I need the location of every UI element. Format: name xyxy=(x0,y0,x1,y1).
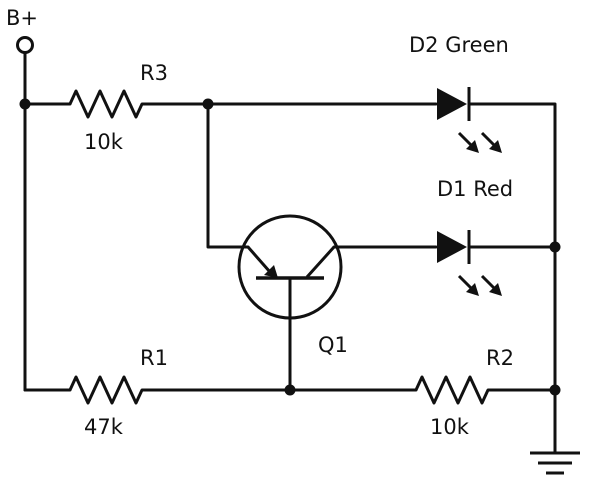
transistor-q1: Q1 xyxy=(237,214,348,357)
q1-label: Q1 xyxy=(318,333,348,357)
resistor-zigzag xyxy=(68,89,146,119)
r1-ref: R1 xyxy=(140,346,168,370)
junction-dot xyxy=(202,98,214,110)
wire-node-to-emitter xyxy=(206,102,250,249)
resistor-r3: R3 10k xyxy=(68,61,168,154)
diode-triangle xyxy=(437,88,467,120)
terminal-circle xyxy=(16,36,34,54)
diode-triangle xyxy=(437,231,467,263)
junctions xyxy=(19,98,561,396)
wire-d2-to-right xyxy=(468,102,557,392)
terminal-label: B+ xyxy=(6,6,38,30)
wires xyxy=(23,50,557,455)
resistor-r2: R2 10k xyxy=(414,346,514,439)
junction-dot xyxy=(284,384,296,396)
resistor-zigzag xyxy=(68,375,146,405)
junction-dot xyxy=(549,384,561,396)
d2-label: D2 Green xyxy=(409,33,509,57)
led-d2: D2 Green xyxy=(409,33,509,153)
transistor-emitter-lead xyxy=(246,246,272,273)
r3-value: 10k xyxy=(84,130,124,154)
resistor-r1: R1 47k xyxy=(68,346,168,439)
bplus-terminal: B+ xyxy=(6,6,38,54)
r2-value: 10k xyxy=(430,415,470,439)
resistor-zigzag xyxy=(414,375,490,405)
light-emission-arrows-icon xyxy=(457,131,502,153)
r3-ref: R3 xyxy=(140,61,168,85)
r2-ref: R2 xyxy=(486,346,514,370)
ground-icon xyxy=(530,451,580,475)
emitter-arrow-icon xyxy=(264,265,278,278)
transistor-envelope xyxy=(237,214,343,320)
junction-dot xyxy=(19,98,31,110)
led-d1: D1 Red xyxy=(437,177,513,296)
light-emission-arrows-icon xyxy=(457,274,502,296)
r1-value: 47k xyxy=(84,415,124,439)
junction-dot xyxy=(549,241,561,253)
transistor-collector-lead xyxy=(305,245,336,279)
d1-label: D1 Red xyxy=(437,177,513,201)
